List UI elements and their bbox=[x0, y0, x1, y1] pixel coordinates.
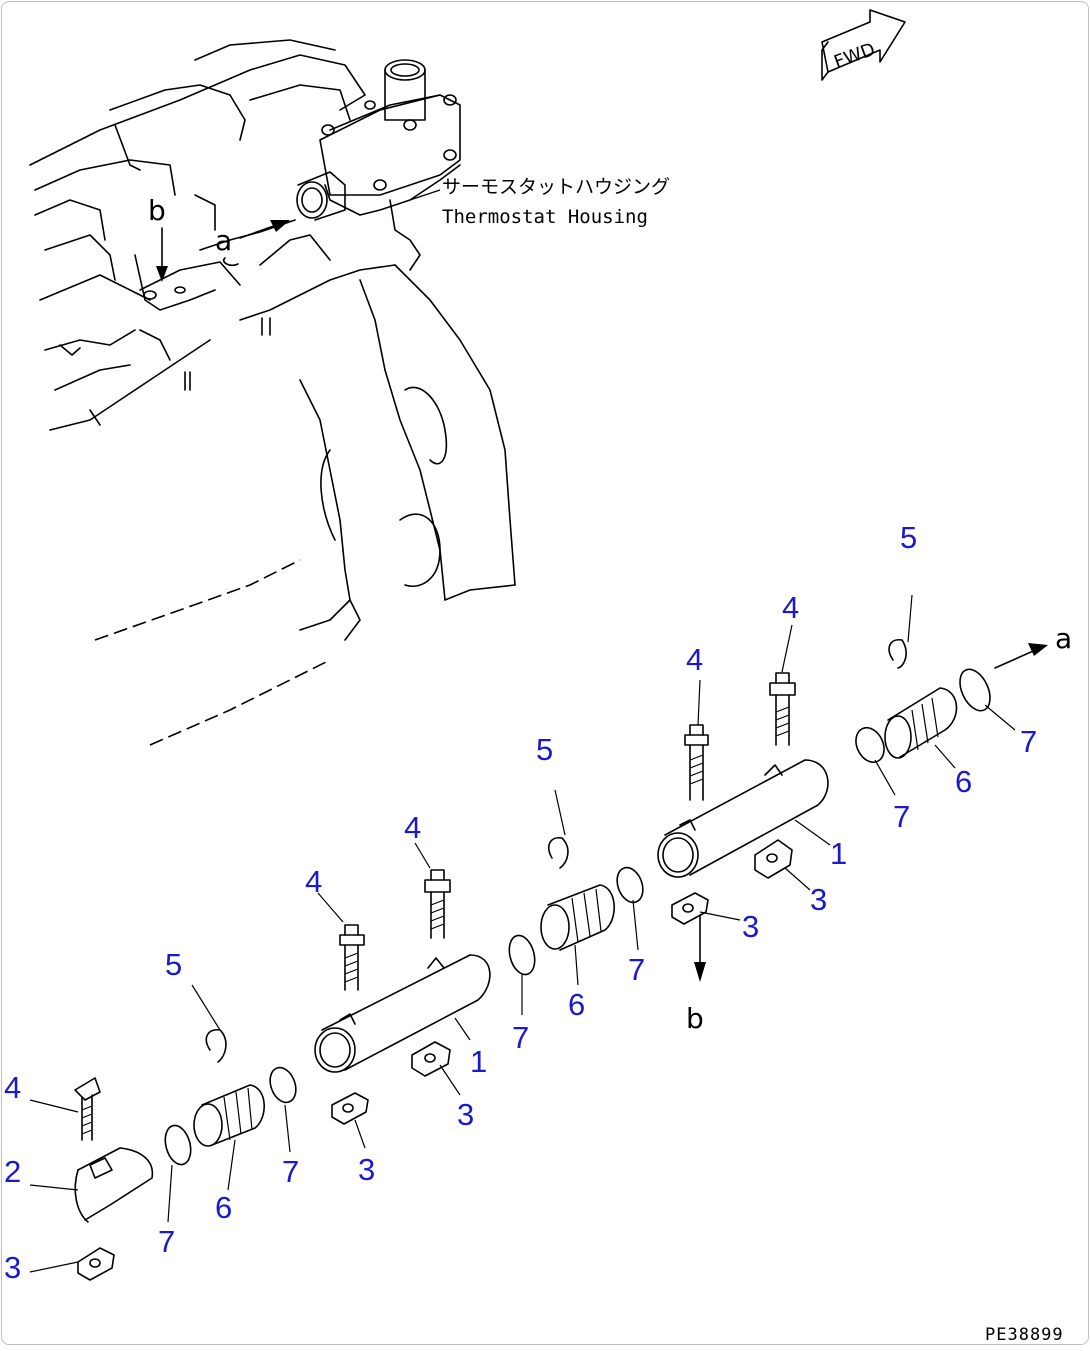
callout-b-engine: b bbox=[148, 194, 166, 227]
part-number-4-upper-left: 4 bbox=[686, 642, 703, 677]
housing-leader-line bbox=[409, 189, 441, 201]
part-number-3-upper: 3 bbox=[742, 909, 759, 944]
callout-a-parts: a bbox=[1055, 622, 1072, 655]
part-number-2: 2 bbox=[4, 1154, 21, 1189]
part-number-7-lower-right: 7 bbox=[282, 1154, 299, 1189]
part-number-6-upper: 6 bbox=[955, 764, 972, 799]
pipe-assembly-lower bbox=[74, 869, 491, 1281]
part-number-4-middle-right: 4 bbox=[404, 810, 421, 845]
thermostat-housing bbox=[296, 59, 461, 271]
part-number-5-lower: 5 bbox=[165, 947, 182, 982]
leader-lines bbox=[29, 624, 1016, 1273]
part-number-5-upper: 5 bbox=[900, 520, 917, 555]
part-number-4-middle-left: 4 bbox=[305, 864, 322, 899]
part-number-7-middle-right: 7 bbox=[628, 952, 645, 987]
callout-b-engine-arrowhead bbox=[156, 266, 168, 282]
housing-label-en: Thermostat Housing bbox=[442, 206, 648, 228]
fwd-label: FWD bbox=[831, 39, 878, 73]
fwd-arrow-icon: FWD bbox=[821, 9, 906, 81]
part-number-6-lower: 6 bbox=[215, 1190, 232, 1225]
engine-block bbox=[29, 39, 516, 746]
part-number-4-upper-right: 4 bbox=[782, 590, 799, 625]
pipe-assembly-upper bbox=[508, 594, 1048, 982]
part-number-7-lower-left: 7 bbox=[158, 1224, 175, 1259]
callout-a-engine: a bbox=[215, 224, 232, 257]
callout-b-parts: b bbox=[686, 1002, 704, 1035]
part-number-6-middle: 6 bbox=[568, 987, 585, 1022]
callout-a-engine-arrowhead bbox=[270, 220, 290, 232]
part-number-3-upper-right: 3 bbox=[810, 882, 827, 917]
part-number-1-lower: 1 bbox=[470, 1044, 487, 1079]
part-number-1-upper: 1 bbox=[830, 836, 847, 871]
part-number-7-upper-right: 7 bbox=[1020, 724, 1037, 759]
housing-label-jp: サーモスタットハウジング bbox=[442, 176, 670, 198]
part-number-7-upper: 7 bbox=[893, 799, 910, 834]
part-number-5-middle: 5 bbox=[536, 732, 553, 767]
part-number-3-lower-right: 3 bbox=[457, 1097, 474, 1132]
part-number-3-lower: 3 bbox=[358, 1152, 375, 1187]
drawing-code: PE38899 bbox=[985, 1325, 1064, 1345]
part-number-7-middle-left: 7 bbox=[512, 1020, 529, 1055]
part-number-3-bottom: 3 bbox=[4, 1250, 21, 1285]
part-number-labels: 5 4 4 7 6 5 7 1 3 3 4 4 7 6 7 5 1 3 3 7 … bbox=[4, 520, 1037, 1285]
part-number-4-lower: 4 bbox=[4, 1070, 21, 1105]
